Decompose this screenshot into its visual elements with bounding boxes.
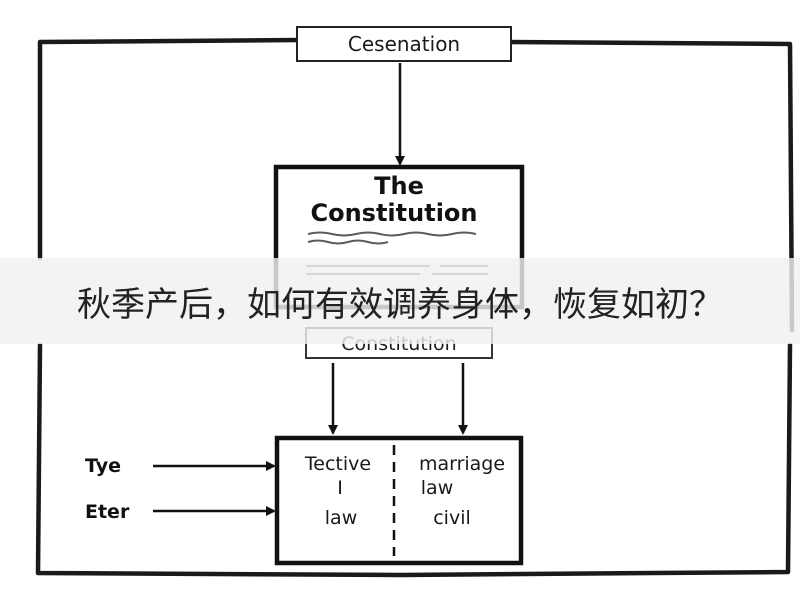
- caption-banner: 秋季产后，如何有效调养身体，恢复如初？: [0, 258, 800, 344]
- right-column-line3: civil: [433, 507, 471, 529]
- caption-text: 秋季产后，如何有效调养身体，恢复如初？: [77, 284, 723, 325]
- outer-frame: [35, 37, 795, 578]
- left-column-line3: law: [325, 507, 357, 529]
- left-column-line2: I: [337, 477, 343, 499]
- law-categories-box: Tective I law marriage law civil: [274, 435, 524, 566]
- right-column-line2: law: [421, 477, 453, 499]
- cesenation-label: Cesenation: [348, 32, 460, 56]
- cesenation-box: Cesenation: [296, 26, 512, 62]
- side-label-eter: Eter: [85, 501, 130, 523]
- left-column-line1: Tective: [304, 453, 371, 475]
- side-label-tye: Tye: [85, 455, 121, 477]
- right-column-line1: marriage: [419, 453, 505, 475]
- document-title-line1: The: [374, 172, 424, 200]
- document-title-line2: Constitution: [310, 199, 477, 227]
